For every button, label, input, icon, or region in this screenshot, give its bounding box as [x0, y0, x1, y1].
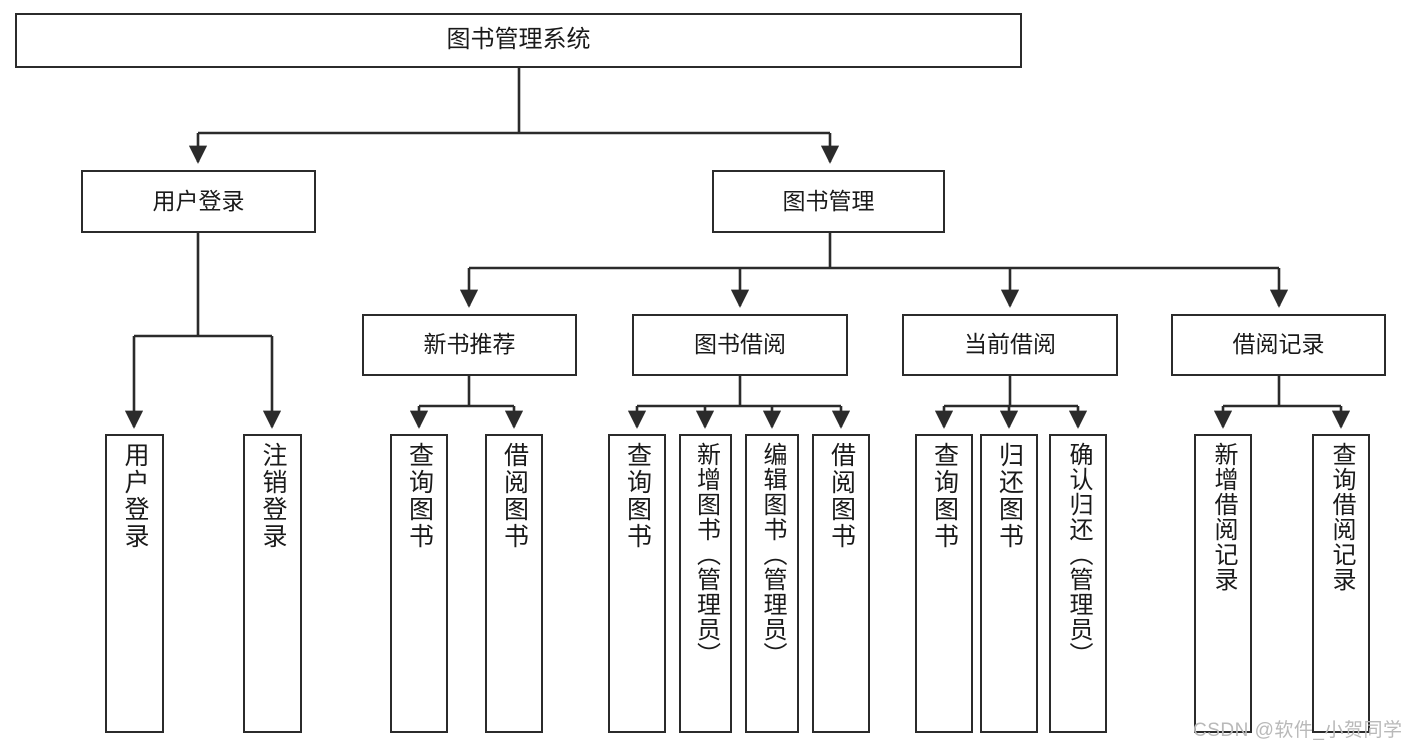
- node-book-management[interactable]: 图书管理: [712, 170, 945, 233]
- node-leaf-query-book-2[interactable]: 查询图书: [608, 434, 666, 733]
- node-leaf-edit-book[interactable]: 编辑图书（管理员）: [745, 434, 799, 733]
- node-user-login-label: 用户登录: [152, 187, 245, 214]
- node-leaf-add-book[interactable]: 新增图书（管理员）: [679, 434, 732, 733]
- node-leaf-return-book-label: 归还图书: [995, 442, 1024, 550]
- node-book-borrow[interactable]: 图书借阅: [632, 314, 848, 376]
- node-leaf-query-book-3-label: 查询图书: [930, 442, 959, 550]
- node-root[interactable]: 图书管理系统: [15, 13, 1022, 68]
- node-borrow-record-label: 借阅记录: [1232, 331, 1325, 358]
- node-leaf-borrow-book-2-label: 借阅图书: [827, 442, 856, 550]
- node-leaf-query-book-2-label: 查询图书: [623, 442, 652, 550]
- node-leaf-add-book-label: 新增图书（管理员）: [692, 442, 720, 667]
- node-leaf-return-book[interactable]: 归还图书: [980, 434, 1038, 733]
- node-leaf-query-record-label: 查询借阅记录: [1328, 442, 1355, 592]
- node-new-book-recommend-label: 新书推荐: [423, 331, 516, 358]
- node-leaf-borrow-book-1-label: 借阅图书: [500, 442, 529, 550]
- node-leaf-query-record[interactable]: 查询借阅记录: [1312, 434, 1370, 733]
- node-leaf-borrow-book-1[interactable]: 借阅图书: [485, 434, 543, 733]
- node-user-login[interactable]: 用户登录: [81, 170, 316, 233]
- node-new-book-recommend[interactable]: 新书推荐: [362, 314, 577, 376]
- csdn-watermark: CSDN @软件_小贺同学: [1193, 720, 1403, 741]
- node-borrow-record[interactable]: 借阅记录: [1171, 314, 1386, 376]
- node-leaf-borrow-book-2[interactable]: 借阅图书: [812, 434, 870, 733]
- node-book-borrow-label: 图书借阅: [694, 331, 786, 358]
- node-leaf-confirm-return[interactable]: 确认归还（管理员）: [1049, 434, 1107, 733]
- node-leaf-add-record[interactable]: 新增借阅记录: [1194, 434, 1252, 733]
- node-leaf-query-book-1-label: 查询图书: [405, 442, 434, 550]
- node-leaf-edit-book-label: 编辑图书（管理员）: [759, 442, 786, 667]
- node-current-borrow[interactable]: 当前借阅: [902, 314, 1118, 376]
- node-leaf-add-record-label: 新增借阅记录: [1210, 442, 1237, 592]
- node-leaf-user-login[interactable]: 用户登录: [105, 434, 164, 733]
- node-leaf-user-login-label: 用户登录: [121, 442, 149, 550]
- node-root-label: 图书管理系统: [446, 26, 591, 54]
- node-book-management-label: 图书管理: [782, 187, 875, 214]
- node-leaf-logout[interactable]: 注销登录: [243, 434, 302, 733]
- node-leaf-query-book-1[interactable]: 查询图书: [390, 434, 448, 733]
- node-leaf-confirm-return-label: 确认归还（管理员）: [1065, 442, 1092, 667]
- node-leaf-logout-label: 注销登录: [259, 442, 287, 550]
- node-current-borrow-label: 当前借阅: [964, 331, 1056, 358]
- node-leaf-query-book-3[interactable]: 查询图书: [915, 434, 973, 733]
